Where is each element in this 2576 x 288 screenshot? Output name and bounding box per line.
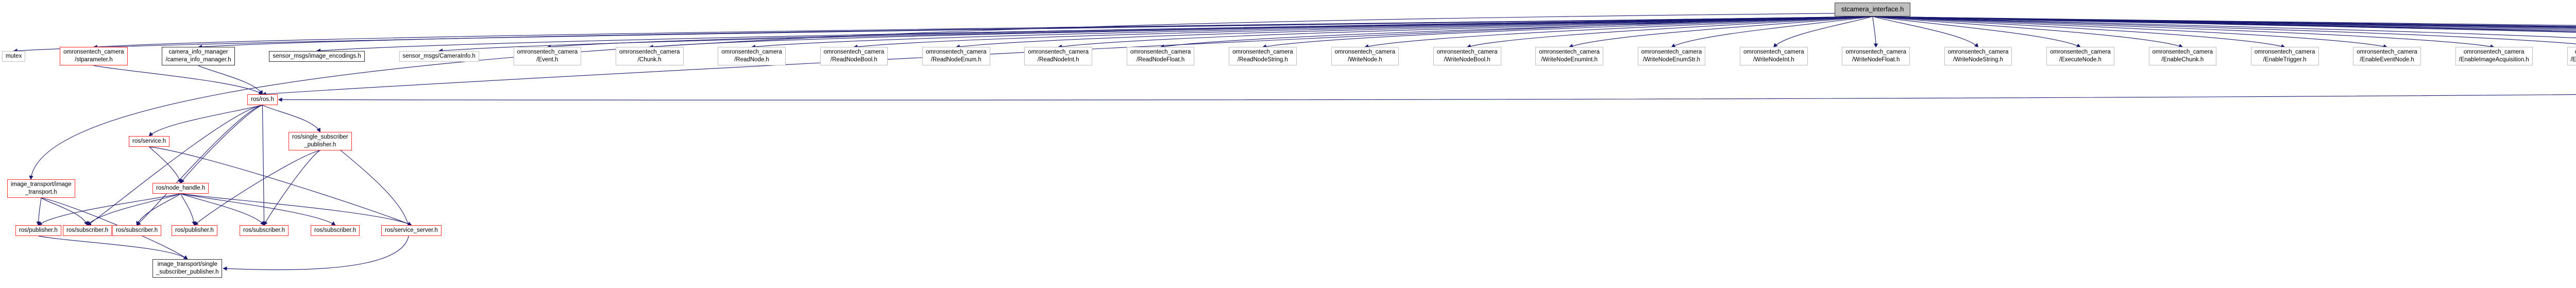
graph-node-omronsentech-camera-executenode-h: omronsentech_camera /ExecuteNode.h xyxy=(2046,47,2114,66)
graph-edge xyxy=(197,16,1873,49)
graph-node-ros-service-h[interactable]: ros/service.h xyxy=(129,136,170,147)
graph-node-omronsentech-camera-writenodeint-h: omronsentech_camera /WriteNodeInt.h xyxy=(1740,47,1808,66)
graph-node-ros-node-handle-h[interactable]: ros/node_handle.h xyxy=(152,183,209,194)
graph-edge xyxy=(1262,16,1873,49)
graph-node-omronsentech-camera-chunk-h: omronsentech_camera /Chunk.h xyxy=(615,47,684,66)
graph-node-omronsentech-camera-enableeventnode-h: omronsentech_camera /EnableEventNode.h xyxy=(2353,47,2421,66)
graph-edge xyxy=(87,193,181,226)
graph-node-ros-publisher-h[interactable]: ros/publisher.h xyxy=(172,225,217,236)
graph-node-omronsentech-camera-writenode-h: omronsentech_camera /WriteNode.h xyxy=(1331,47,1399,66)
graph-edge xyxy=(1773,16,1873,48)
graph-edge xyxy=(853,16,1873,49)
graph-node-omronsentech-camera-stparameter-h[interactable]: omronsentech_camera /stparameter.h xyxy=(60,47,128,66)
graph-edge xyxy=(180,193,196,226)
graph-edge xyxy=(1160,16,1873,49)
graph-edge xyxy=(93,16,1873,49)
graph-node-ros-subscriber-h[interactable]: ros/subscriber.h xyxy=(63,225,112,236)
graph-edge xyxy=(1057,16,1873,49)
graph-edge xyxy=(1872,16,2285,48)
graph-edge xyxy=(1872,16,2576,26)
graph-edge xyxy=(1872,16,2576,30)
graph-node-omronsentech-camera-enableeventacquisition-h: omronsentech_camera /EnableEventAcquisit… xyxy=(2567,47,2576,66)
graph-edge xyxy=(180,193,336,226)
graph-node-ros-subscriber-h[interactable]: ros/subscriber.h xyxy=(311,225,360,236)
graph-node-camera-info-manager-camera-info-manager-h[interactable]: camera_info_manager /camera_info_manager… xyxy=(162,47,235,66)
graph-node-omronsentech-camera-writenodeenumint-h: omronsentech_camera /WriteNodeEnumInt.h xyxy=(1535,47,1603,66)
graph-edge xyxy=(87,105,263,226)
graph-node-omronsentech-camera-enableimageacquisition-h: omronsentech_camera /EnableImageAcquisit… xyxy=(2455,47,2533,66)
graph-edge xyxy=(198,65,263,95)
graph-edge xyxy=(1872,16,2576,32)
graph-edge xyxy=(1671,16,1873,48)
graph-node-omronsentech-camera-readnodebool-h: omronsentech_camera /ReadNodeBool.h xyxy=(820,47,888,66)
graph-edge xyxy=(223,150,410,271)
graph-edge xyxy=(38,193,181,226)
graph-edge xyxy=(264,150,320,226)
graph-edge xyxy=(1872,16,1979,48)
graph-edge xyxy=(180,193,265,226)
graph-node-omronsentech-camera-writenodebool-h: omronsentech_camera /WriteNodeBool.h xyxy=(1433,47,1501,66)
graph-edge xyxy=(262,105,266,226)
graph-edge xyxy=(1872,16,2576,27)
graph-edge xyxy=(1872,16,2495,49)
graph-edge xyxy=(136,193,181,226)
graph-node-ros-publisher-h[interactable]: ros/publisher.h xyxy=(15,225,61,236)
graph-node-ros-subscriber-h[interactable]: ros/subscriber.h xyxy=(240,225,289,236)
graph-edge xyxy=(1872,16,2576,33)
graph-node-omronsentech-camera-readnodeenum-h: omronsentech_camera /ReadNodeEnum.h xyxy=(922,47,990,66)
graph-edge xyxy=(149,146,182,184)
graph-node-omronsentech-camera-writenodeenumstr-h: omronsentech_camera /WriteNodeEnumStr.h xyxy=(1637,47,1706,66)
graph-edge xyxy=(1872,16,2388,49)
graph-node-ros-service-server-h[interactable]: ros/service_server.h xyxy=(381,225,442,236)
graph-edge xyxy=(1466,16,1873,48)
graph-edge xyxy=(1872,16,2183,48)
graph-edge xyxy=(136,105,263,226)
includes-row: mutex omronsentech_camera /stparameter.h c… xyxy=(2,43,2576,70)
graph-edge xyxy=(38,235,188,260)
graph-edge xyxy=(1872,16,2576,28)
graph-edge xyxy=(751,16,1873,49)
graph-edge xyxy=(93,65,263,95)
graph-edge xyxy=(955,16,1873,49)
graph-edge xyxy=(29,13,1835,180)
graph-edge xyxy=(148,105,263,137)
graph-edge xyxy=(262,105,320,133)
graph-node-ros-single-subscriber-publisher-h[interactable]: ros/single_subscriber _publisher.h xyxy=(289,132,352,150)
graph-node-omronsentech-camera-enabletrigger-h: omronsentech_camera /EnableTrigger.h xyxy=(2250,47,2319,66)
graph-edge xyxy=(649,16,1873,49)
graph-node-mutex: mutex xyxy=(2,50,26,62)
graph-edge xyxy=(1364,16,1873,48)
graph-edge xyxy=(41,197,88,226)
graph-node-omronsentech-camera-writenodestring-h: omronsentech_camera /WriteNodeString.h xyxy=(1944,47,2012,66)
graph-node-sensor-msgs-image-encodings-h[interactable]: sensor_msgs/image_encodings.h xyxy=(269,50,365,62)
graph-edge xyxy=(1872,16,2081,48)
graph-node-omronsentech-camera-enablechunk-h: omronsentech_camera /EnableChunk.h xyxy=(2148,47,2217,66)
graph-node-image-transport-single-subscriber-publisher-h[interactable]: image_transport/single _subscriber_publi… xyxy=(152,259,223,278)
graph-edge xyxy=(1872,16,2576,31)
graph-node-omronsentech-camera-readnodestring-h: omronsentech_camera /ReadNodeString.h xyxy=(1229,47,1297,66)
graph-edge xyxy=(180,105,263,183)
graph-edge xyxy=(1568,16,1873,48)
graph-edge xyxy=(1872,16,1878,48)
graph-edge xyxy=(194,150,320,226)
graph-node-omronsentech-camera-readnodefloat-h: omronsentech_camera /ReadNodeFloat.h xyxy=(1126,47,1195,66)
graph-edge xyxy=(1872,16,2576,44)
graph-node-ros-subscriber-h[interactable]: ros/subscriber.h xyxy=(112,225,162,236)
graph-edge xyxy=(278,94,2576,102)
graph-edge xyxy=(1872,16,2576,29)
graph-node-image-transport-image-transport-h[interactable]: image_transport/image _transport.h xyxy=(7,179,75,198)
graph-node-omronsentech-camera-readnode-h: omronsentech_camera /ReadNode.h xyxy=(718,47,786,66)
graph-node-omronsentech-camera-writenodefloat-h: omronsentech_camera /WriteNodeFloat.h xyxy=(1842,47,1910,66)
graph-root-node: stcamera_interface.h xyxy=(1835,3,1911,16)
graph-node-omronsentech-camera-readnodeint-h: omronsentech_camera /ReadNodeInt.h xyxy=(1024,47,1093,66)
graph-edge xyxy=(180,193,412,226)
graph-edge xyxy=(1872,16,2576,27)
graph-node-omronsentech-camera-event-h: omronsentech_camera /Event.h xyxy=(513,47,582,66)
graph-edge xyxy=(36,197,42,226)
graph-edge xyxy=(1872,16,2576,39)
graph-edge xyxy=(547,16,1873,49)
graph-node-ros-ros-h[interactable]: ros/ros.h xyxy=(247,94,278,105)
graph-node-sensor-msgs-camerainfo-h: sensor_msgs/CameraInfo.h xyxy=(399,50,479,62)
